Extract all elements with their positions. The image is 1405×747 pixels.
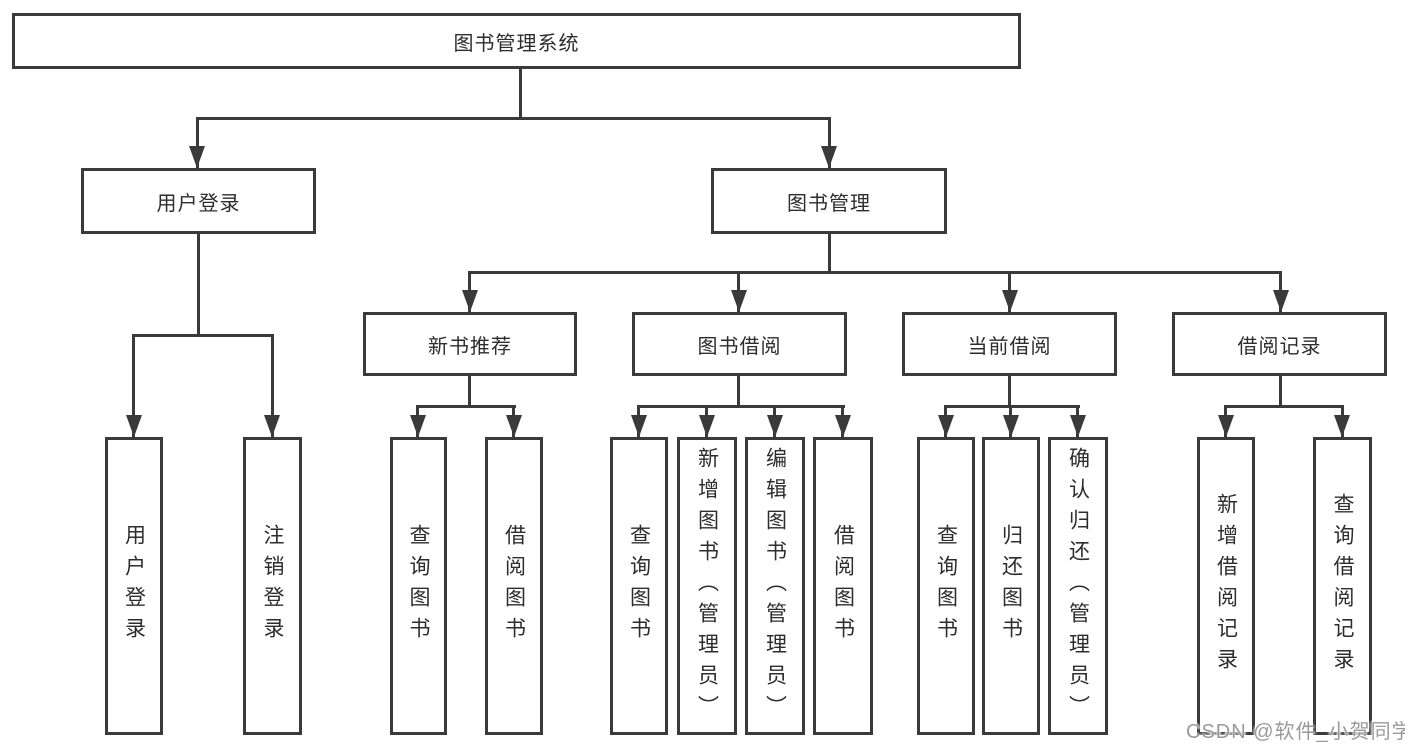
- connector-root-drop-right: [828, 117, 831, 168]
- leaf-return-books: 归还图书: [982, 437, 1040, 735]
- connector-mgmt-rail: [468, 271, 1282, 274]
- arrow-down-icon: [1002, 290, 1018, 312]
- arrow-down-icon: [1070, 415, 1086, 437]
- node-label: 借阅记录: [1237, 335, 1322, 358]
- connector-borrow-stem: [737, 376, 740, 408]
- leaf-edit-books-admin: 编辑图书（管理员）: [745, 437, 805, 735]
- arrow-down-icon: [1003, 415, 1019, 437]
- connector-newbook-stem: [468, 376, 471, 408]
- connector-root-stem: [519, 69, 522, 118]
- leaf-label: 用户登录: [122, 524, 146, 648]
- node-new-book-recommend: 新书推荐: [363, 312, 577, 376]
- leaf-label: 新增图书（管理员）: [695, 446, 719, 726]
- connector-records-stem: [1279, 376, 1282, 408]
- connector-user-stem: [197, 233, 200, 336]
- node-current-borrow: 当前借阅: [902, 312, 1117, 376]
- leaf-query-books-newbook: 查询图书: [390, 437, 447, 735]
- connector-newbook-rail: [416, 405, 516, 408]
- arrow-down-icon: [835, 415, 851, 437]
- node-label: 图书管理系统: [453, 32, 580, 55]
- arrow-down-icon: [410, 415, 426, 437]
- leaf-borrow-books: 借阅图书: [813, 437, 873, 735]
- leaf-label: 确认归还（管理员）: [1066, 446, 1090, 726]
- node-user-login-group: 用户登录: [81, 168, 316, 234]
- connector-current-stem: [1008, 376, 1011, 408]
- arrow-down-icon: [1334, 415, 1350, 437]
- arrow-down-icon: [821, 146, 837, 168]
- leaf-label: 借阅图书: [831, 524, 855, 648]
- leaf-label: 查询借阅记录: [1331, 493, 1354, 679]
- connector-user-rail: [132, 334, 274, 337]
- leaf-query-books-borrow: 查询图书: [610, 437, 668, 735]
- node-root-system: 图书管理系统: [12, 13, 1021, 69]
- leaf-confirm-return-admin: 确认归还（管理员）: [1048, 437, 1108, 735]
- connector-root-drop-left: [196, 117, 199, 168]
- leaf-add-borrow-record: 新增借阅记录: [1197, 437, 1255, 735]
- leaf-add-books-admin: 新增图书（管理员）: [677, 437, 737, 735]
- leaf-label: 编辑图书（管理员）: [763, 446, 787, 726]
- leaf-query-borrow-record: 查询借阅记录: [1313, 437, 1372, 735]
- leaf-label: 借阅图书: [502, 524, 526, 648]
- node-book-borrow: 图书借阅: [632, 312, 847, 376]
- leaf-label: 新增借阅记录: [1214, 493, 1238, 679]
- csdn-watermark: CSDN @软件_小贺同学: [1186, 721, 1405, 743]
- leaf-label: 查询图书: [407, 524, 430, 648]
- arrow-down-icon: [506, 415, 522, 437]
- arrow-down-icon: [631, 415, 647, 437]
- leaf-label: 查询图书: [627, 524, 651, 648]
- connector-borrow-rail: [637, 405, 845, 408]
- node-label: 图书管理: [787, 192, 871, 215]
- arrow-down-icon: [938, 415, 954, 437]
- connector-user-drop-2: [271, 334, 274, 437]
- leaf-logout: 注销登录: [243, 437, 302, 735]
- arrow-down-icon: [189, 146, 205, 168]
- connector-current-rail: [944, 405, 1080, 408]
- node-label: 图书借阅: [697, 335, 782, 358]
- node-label: 新书推荐: [428, 335, 512, 358]
- node-label: 用户登录: [156, 192, 241, 215]
- connector-root-rail: [196, 117, 831, 120]
- leaf-query-books-current: 查询图书: [917, 437, 975, 735]
- node-label: 当前借阅: [967, 335, 1052, 358]
- arrow-down-icon: [1273, 290, 1289, 312]
- arrow-down-icon: [264, 415, 280, 437]
- leaf-label: 归还图书: [999, 524, 1023, 648]
- node-book-management: 图书管理: [711, 168, 947, 234]
- connector-mgmt-stem: [828, 233, 831, 274]
- arrow-down-icon: [699, 415, 715, 437]
- leaf-label: 注销登录: [261, 524, 284, 648]
- arrow-down-icon: [1218, 415, 1234, 437]
- leaf-label: 查询图书: [934, 524, 958, 648]
- leaf-user-login: 用户登录: [105, 437, 163, 735]
- node-borrow-records: 借阅记录: [1172, 312, 1387, 376]
- arrow-down-icon: [767, 415, 783, 437]
- connector-user-drop-1: [132, 334, 135, 437]
- leaf-borrow-books-newbook: 借阅图书: [485, 437, 543, 735]
- connector-records-rail: [1224, 405, 1344, 408]
- arrow-down-icon: [126, 415, 142, 437]
- arrow-down-icon: [731, 290, 747, 312]
- arrow-down-icon: [462, 290, 478, 312]
